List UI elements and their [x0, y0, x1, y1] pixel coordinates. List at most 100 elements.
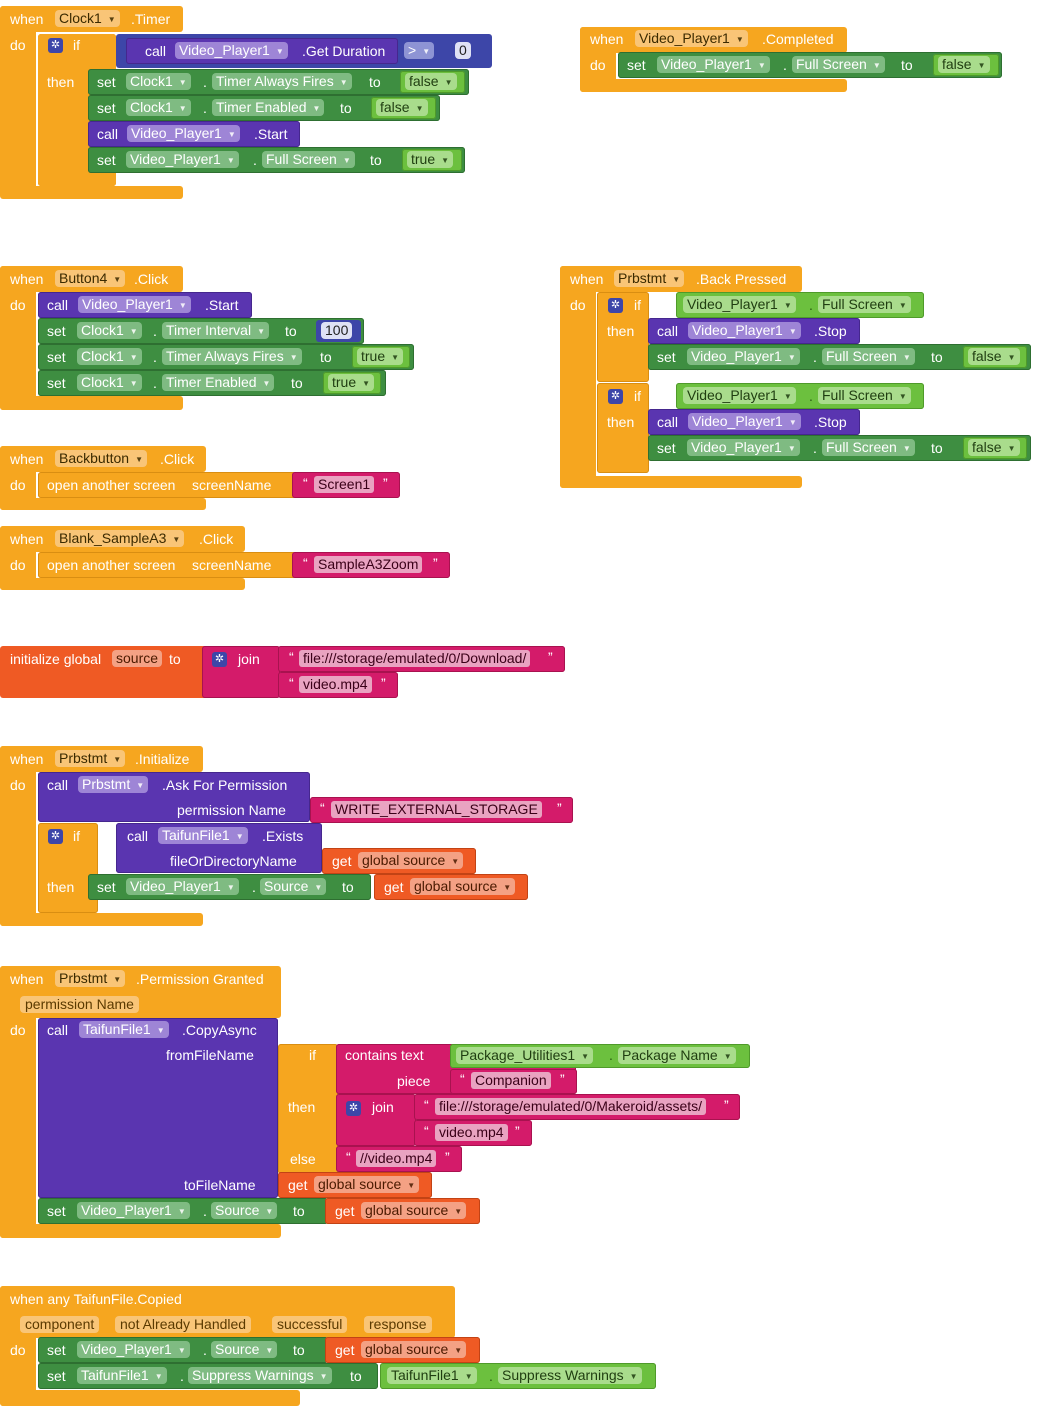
property-dropdown[interactable]: Timer Interval▼: [162, 322, 269, 339]
video-player-dropdown[interactable]: Video_Player1▼: [77, 1202, 190, 1219]
else-label: else: [290, 1151, 316, 1167]
component-dropdown[interactable]: Video_Player1▼: [635, 30, 748, 47]
property-dropdown[interactable]: Full Screen▼: [822, 348, 915, 365]
property-dropdown[interactable]: Full Screen▼: [818, 296, 911, 313]
taifun-dropdown[interactable]: TaifunFile1▼: [77, 1367, 167, 1384]
property-dropdown[interactable]: Source▼: [260, 878, 327, 895]
dot: .: [252, 879, 256, 895]
property-dropdown[interactable]: Timer Enabled▼: [212, 99, 325, 116]
number-field[interactable]: 0: [455, 42, 471, 59]
set-label: set: [657, 349, 676, 365]
mutator-gear-icon[interactable]: ✲: [212, 652, 227, 667]
boolean-dropdown[interactable]: true▼: [328, 374, 375, 391]
event-parameter[interactable]: component: [20, 1316, 100, 1333]
mutator-gear-icon[interactable]: ✲: [608, 389, 623, 404]
boolean-dropdown[interactable]: false▼: [968, 439, 1020, 456]
component-dropdown[interactable]: Prbstmt▼: [78, 776, 149, 793]
taifun-dropdown[interactable]: TaifunFile1▼: [387, 1367, 477, 1384]
variable-dropdown[interactable]: global source▼: [410, 878, 516, 895]
property-dropdown[interactable]: Package Name▼: [618, 1047, 736, 1064]
component-dropdown[interactable]: Button4▼: [55, 270, 126, 287]
pkg-util-dropdown[interactable]: Package_Utilities1▼: [456, 1047, 594, 1064]
property-dropdown[interactable]: Source▼: [211, 1341, 278, 1358]
boolean-dropdown[interactable]: false▼: [938, 56, 990, 73]
component-dropdown[interactable]: Clock1▼: [55, 10, 120, 27]
property-dropdown[interactable]: Full Screen▼: [792, 56, 885, 73]
property-dropdown[interactable]: Timer Enabled▼: [162, 374, 275, 391]
component-dropdown[interactable]: Prbstmt▼: [55, 970, 126, 987]
mutator-gear-icon[interactable]: ✲: [48, 38, 63, 53]
clock-dropdown[interactable]: Clock1▼: [126, 73, 191, 90]
component-dropdown[interactable]: Backbutton▼: [55, 450, 147, 467]
join-label: join: [372, 1099, 394, 1115]
event-parameter[interactable]: permission Name: [20, 996, 139, 1013]
property-dropdown[interactable]: Suppress Warnings▼: [188, 1367, 332, 1384]
property-dropdown[interactable]: Timer Always Fires▼: [212, 73, 352, 90]
video-player-dropdown[interactable]: Video_Player1▼: [683, 387, 796, 404]
property-dropdown[interactable]: Full Screen▼: [822, 439, 915, 456]
text-literal[interactable]: file:///storage/emulated/0/Download/: [299, 650, 531, 667]
clock-dropdown[interactable]: Clock1▼: [77, 348, 142, 365]
compare-operator-dropdown[interactable]: >▼: [404, 42, 435, 59]
mutator-gear-icon[interactable]: ✲: [608, 298, 623, 313]
method-name: .Get Duration: [302, 43, 386, 59]
video-player-dropdown[interactable]: Video_Player1▼: [683, 296, 796, 313]
video-player-dropdown[interactable]: Video_Player1▼: [126, 878, 239, 895]
variable-name-field[interactable]: source: [112, 650, 163, 667]
property-dropdown[interactable]: Timer Always Fires▼: [162, 348, 302, 365]
video-player-dropdown[interactable]: Video_Player1▼: [687, 348, 800, 365]
method-name: .CopyAsync: [182, 1022, 257, 1038]
clock-dropdown[interactable]: Clock1▼: [126, 99, 191, 116]
text-literal[interactable]: //video.mp4: [356, 1150, 437, 1167]
video-player-dropdown[interactable]: Video_Player1▼: [127, 125, 240, 142]
variable-dropdown[interactable]: global source▼: [358, 852, 464, 869]
mutator-gear-icon[interactable]: ✲: [346, 1101, 361, 1116]
boolean-dropdown[interactable]: false▼: [405, 73, 457, 90]
property-dropdown[interactable]: Full Screen▼: [818, 387, 911, 404]
taifun-dropdown[interactable]: TaifunFile1▼: [79, 1021, 169, 1038]
event-parameter[interactable]: response: [364, 1316, 432, 1333]
video-player-dropdown[interactable]: Video_Player1▼: [126, 151, 239, 168]
open-screen-block[interactable]: [38, 552, 296, 578]
text-literal[interactable]: Companion: [471, 1072, 551, 1089]
open-screen-block[interactable]: [38, 472, 296, 498]
text-literal[interactable]: Screen1: [314, 476, 375, 493]
call-block[interactable]: [38, 1018, 278, 1198]
text-literal[interactable]: WRITE_EXTERNAL_STORAGE: [331, 801, 542, 818]
boolean-dropdown[interactable]: false▼: [376, 99, 428, 116]
text-literal[interactable]: SampleA3Zoom: [314, 556, 423, 573]
property-dropdown[interactable]: Full Screen▼: [262, 151, 355, 168]
variable-dropdown[interactable]: global source▼: [361, 1341, 467, 1358]
video-player-dropdown[interactable]: Video_Player1▼: [688, 322, 801, 339]
component-dropdown[interactable]: Prbstmt▼: [614, 270, 685, 287]
text-literal[interactable]: video.mp4: [435, 1124, 508, 1141]
boolean-dropdown[interactable]: true▼: [407, 151, 454, 168]
taifun-dropdown[interactable]: TaifunFile1▼: [158, 827, 248, 844]
component-dropdown[interactable]: Blank_SampleA3▼: [55, 530, 185, 547]
video-player-dropdown[interactable]: Video_Player1▼: [657, 56, 770, 73]
text-literal[interactable]: file:///storage/emulated/0/Makeroid/asse…: [435, 1098, 707, 1115]
variable-dropdown[interactable]: global source▼: [314, 1176, 420, 1193]
property-dropdown[interactable]: Source▼: [211, 1202, 278, 1219]
number-field[interactable]: 100: [321, 322, 353, 339]
boolean-dropdown[interactable]: false▼: [968, 348, 1020, 365]
event-name: .Click: [199, 531, 234, 547]
clock-dropdown[interactable]: Clock1▼: [77, 322, 142, 339]
event-parameter[interactable]: not Already Handled: [115, 1316, 252, 1333]
video-player-dropdown[interactable]: Video_Player1▼: [175, 42, 288, 59]
boolean-dropdown[interactable]: true▼: [357, 348, 404, 365]
clock-dropdown[interactable]: Clock1▼: [77, 374, 142, 391]
event-parameter[interactable]: successful: [272, 1316, 348, 1333]
video-player-dropdown[interactable]: Video_Player1▼: [77, 1341, 190, 1358]
init-global-label: initialize global: [10, 651, 102, 667]
variable-dropdown[interactable]: global source▼: [361, 1202, 467, 1219]
dot: .: [809, 297, 813, 313]
video-player-dropdown[interactable]: Video_Player1▼: [687, 439, 800, 456]
video-player-dropdown[interactable]: Video_Player1▼: [78, 296, 191, 313]
if-then-else-block[interactable]: [278, 1044, 338, 1174]
property-dropdown[interactable]: Suppress Warnings▼: [498, 1367, 642, 1384]
text-literal[interactable]: video.mp4: [299, 676, 372, 693]
mutator-gear-icon[interactable]: ✲: [48, 829, 63, 844]
video-player-dropdown[interactable]: Video_Player1▼: [688, 413, 801, 430]
component-dropdown[interactable]: Prbstmt▼: [55, 750, 126, 767]
